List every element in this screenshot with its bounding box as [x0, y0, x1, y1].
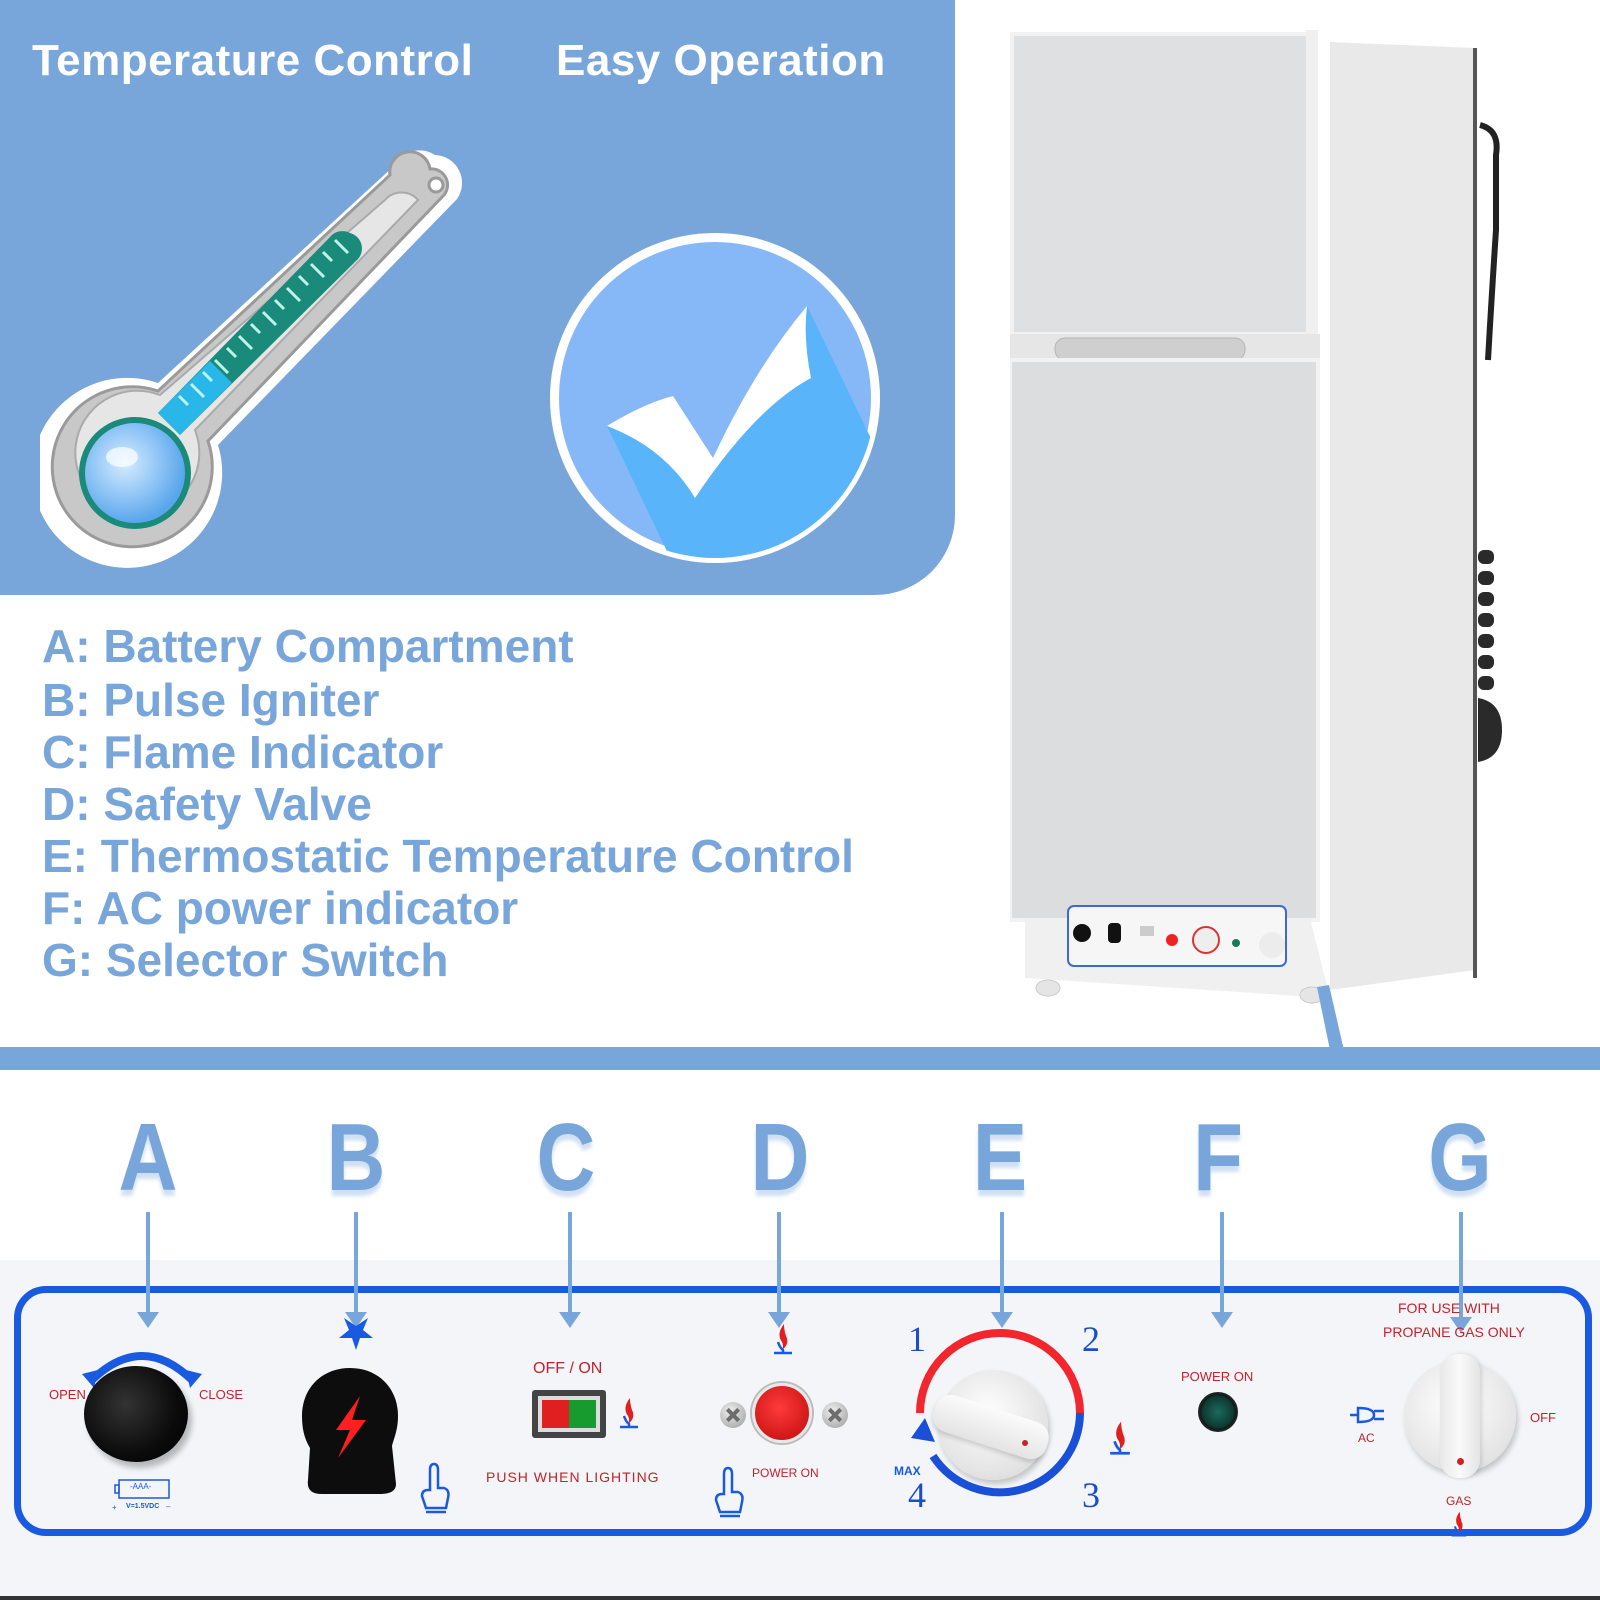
spark-star-icon — [339, 1318, 373, 1350]
battery-type-label: -AAA- — [130, 1482, 152, 1491]
battery-icon — [114, 1479, 170, 1499]
thermostat-max-label: MAX — [894, 1464, 921, 1478]
pulse-igniter-button[interactable] — [300, 1366, 400, 1496]
legend-item-c: C: Flame Indicator — [42, 726, 444, 778]
selector-gas-label: GAS — [1446, 1494, 1472, 1508]
screw-icon — [822, 1402, 848, 1428]
battery-cap-knob[interactable] — [84, 1366, 188, 1462]
battery-close-label: CLOSE — [199, 1387, 244, 1402]
arrow-a-icon — [137, 1212, 159, 1328]
ac-power-on-label: POWER ON — [1181, 1369, 1254, 1384]
feature-title-easy-operation: Easy Operation — [556, 36, 886, 85]
thermostat-knob[interactable] — [929, 1370, 1053, 1480]
checkmark-circle-icon — [550, 233, 880, 563]
feature-panel: Temperature Control Easy Operation — [0, 0, 955, 595]
selector-switch-knob[interactable] — [1404, 1354, 1516, 1478]
arrow-g-icon — [1450, 1212, 1472, 1333]
arrow-e-icon — [991, 1212, 1013, 1328]
refrigerator-image — [1010, 30, 1502, 1004]
legend-item-d: D: Safety Valve — [42, 778, 372, 830]
legend-item-g: G: Selector Switch — [42, 934, 449, 986]
ac-plug-icon — [1350, 1406, 1384, 1424]
legend-item-b: B: Pulse Igniter — [42, 674, 380, 726]
callout-pointer — [1317, 985, 1345, 1055]
arrow-f-icon — [1211, 1212, 1233, 1328]
legend-item-e: E: Thermostatic Temperature Control — [42, 830, 854, 882]
flame-indicator-label-top: OFF / ON — [533, 1360, 603, 1377]
callout-letter-f: F — [1193, 1104, 1243, 1211]
arrow-b-icon — [345, 1212, 367, 1328]
battery-plus-label: + — [112, 1503, 117, 1512]
thermostat-dial-ring — [911, 1329, 1084, 1497]
battery-minus-label: – — [166, 1502, 171, 1511]
flame-icon — [774, 1324, 792, 1355]
component-legend: A: Battery Compartment B: Pulse Igniter … — [42, 620, 854, 986]
callout-letter-c: C — [536, 1104, 596, 1211]
callout-letter-e: E — [972, 1104, 1028, 1211]
arrow-c-icon — [559, 1212, 581, 1328]
battery-voltage-label: V=1.5VDC — [126, 1503, 160, 1510]
feature-title-temperature-control: Temperature Control — [32, 36, 474, 85]
selector-ac-label: AC — [1358, 1431, 1375, 1445]
callout-letter-a: A — [118, 1104, 178, 1211]
flame-icon — [1451, 1511, 1467, 1537]
propane-warning-line-1: FOR USE WITH — [1398, 1300, 1500, 1316]
flame-icon — [1110, 1421, 1130, 1455]
legend-item-f: F: AC power indicator — [42, 882, 519, 934]
push-hand-icon — [420, 1462, 450, 1514]
thermostat-position-2: 2 — [1082, 1319, 1100, 1359]
thermostat-position-4: 4 — [908, 1475, 926, 1515]
flame-icon — [620, 1398, 638, 1429]
control-panel-frame — [14, 1286, 1592, 1536]
push-when-lighting-label: PUSH WHEN LIGHTING — [486, 1469, 660, 1485]
ac-power-indicator-light — [1198, 1392, 1238, 1432]
battery-open-label: OPEN — [49, 1387, 86, 1402]
thermostat-position-3: 3 — [1082, 1475, 1100, 1515]
bottom-edge — [0, 1596, 1600, 1600]
divider-band — [0, 1047, 1600, 1070]
flame-indicator-window — [532, 1390, 606, 1438]
safety-valve-power-on-label: POWER ON — [752, 1466, 819, 1480]
thermometer-icon — [40, 150, 463, 568]
arrow-d-icon — [768, 1212, 790, 1328]
push-hand-icon — [714, 1466, 744, 1518]
callout-letter-b: B — [326, 1104, 386, 1211]
propane-warning-line-2: PROPANE GAS ONLY — [1383, 1324, 1525, 1340]
safety-valve-button[interactable] — [752, 1383, 812, 1443]
callout-letter-d: D — [750, 1104, 810, 1211]
legend-item-a: A: Battery Compartment — [42, 620, 574, 672]
screw-icon — [720, 1402, 746, 1428]
callout-letter-g: G — [1428, 1104, 1492, 1211]
selector-off-label: OFF — [1530, 1410, 1556, 1425]
thermostat-position-1: 1 — [908, 1319, 926, 1359]
